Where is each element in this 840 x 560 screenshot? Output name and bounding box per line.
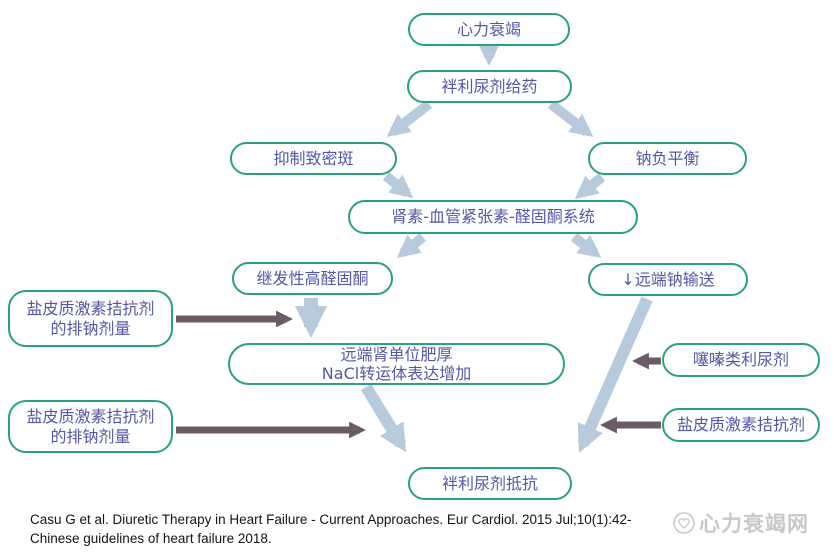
node-mra-natriuretic-dose-upper: 盐皮质激素拮抗剂 的排钠剂量 xyxy=(8,290,173,347)
arrow-sodiumbalance-to-raas xyxy=(574,173,606,200)
node-decreased-distal-sodium-delivery: ↓远端钠输送 xyxy=(588,263,748,296)
node-mra-natriuretic-dose-lower: 盐皮质激素拮抗剂 的排钠剂量 xyxy=(8,400,173,453)
node-loop-diuretic-administration: 袢利尿剂给药 xyxy=(407,70,572,103)
arrow-hypertrophy-to-resistance xyxy=(360,383,407,453)
citation-line-2: Chinese guidelines of heart failure 2018… xyxy=(30,530,272,546)
citation-line-1: Casu G et al. Diuretic Therapy in Heart … xyxy=(30,512,632,527)
node-mineralocorticoid-antagonist: 盐皮质激素拮抗剂 xyxy=(662,408,820,442)
watermark: 心力衰竭网 xyxy=(672,508,809,538)
arrow-raas-to-distalsodium xyxy=(570,233,602,258)
node-distal-nephron-hypertrophy: 远端肾单位肥厚 NaCl转运体表达增加 xyxy=(228,343,565,385)
citation: Casu G et al. Diuretic Therapy in Heart … xyxy=(30,511,730,548)
node-heart-failure: 心力衰竭 xyxy=(408,13,570,46)
arrow-loopdiuretic-to-maculadensa xyxy=(386,100,433,137)
node-secondary-hyperaldosteronism: 继发性高醛固酮 xyxy=(232,262,393,295)
arrow-raas-to-hyperaldosteronism xyxy=(396,233,427,259)
arrow-maculadensa-to-raas xyxy=(382,172,414,199)
node-raas-system: 肾素-血管紧张素-醛固酮系统 xyxy=(348,200,638,234)
arrow-loopdiuretic-to-sodiumbalance xyxy=(547,100,594,137)
node-inhibit-macula-densa: 抑制致密斑 xyxy=(230,142,397,175)
node-negative-sodium-balance: 钠负平衡 xyxy=(588,142,747,175)
watermark-label: 心力衰竭网 xyxy=(699,512,809,536)
arrow-distalsodium-to-resistance xyxy=(577,296,653,453)
node-loop-diuretic-resistance: 袢利尿剂抵抗 xyxy=(408,467,572,500)
node-thiazide-diuretics: 噻嗪类利尿剂 xyxy=(662,343,820,377)
heart-logo-icon xyxy=(673,512,695,534)
